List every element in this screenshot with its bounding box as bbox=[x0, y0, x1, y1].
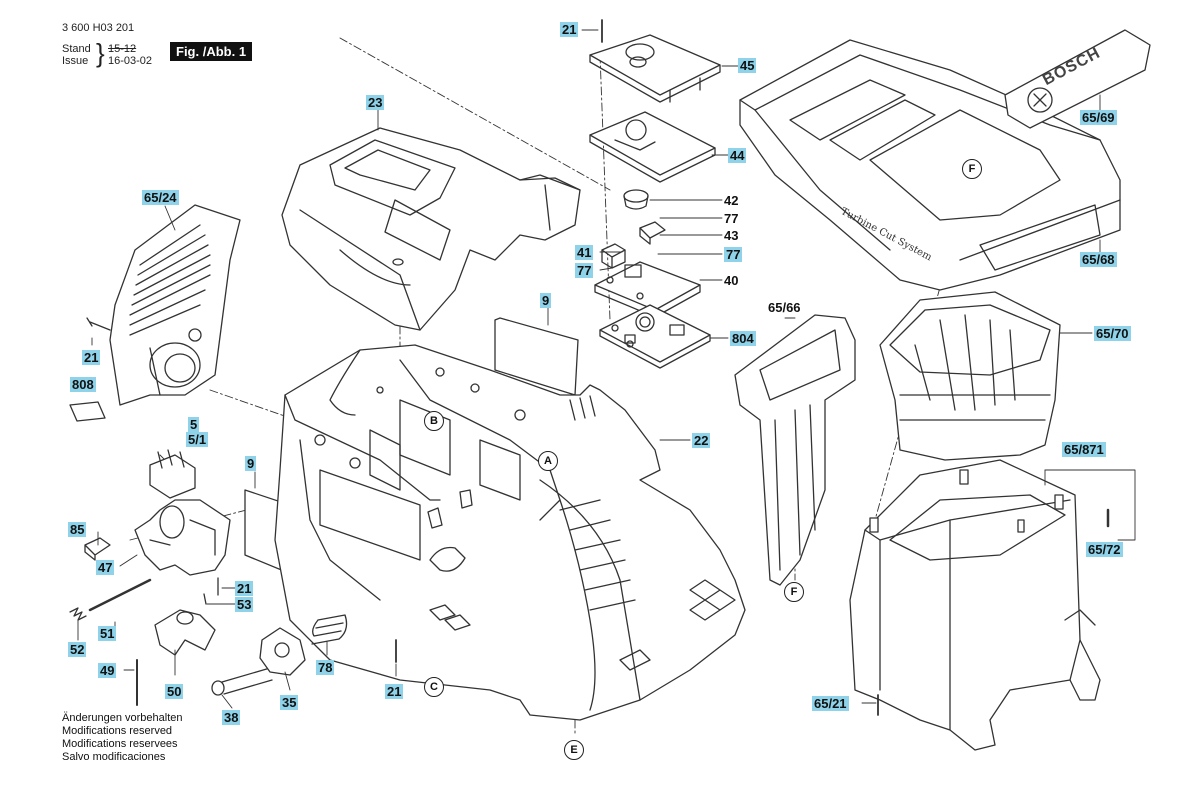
note-french: Modifications reservees bbox=[62, 738, 178, 750]
part-label-77b: 77 bbox=[724, 247, 743, 262]
part-label-22: 22 bbox=[692, 433, 711, 448]
part-label-47: 47 bbox=[96, 560, 115, 575]
stand-value: 15-12 bbox=[108, 43, 137, 55]
part-label-65-66: 65/66 bbox=[768, 300, 801, 315]
plate-44 bbox=[589, 111, 716, 183]
knob-35 bbox=[259, 627, 306, 676]
lid-65-68 bbox=[739, 39, 1121, 291]
part-label-65-871: 65/871 bbox=[1062, 442, 1106, 457]
issue-value: 16-03-02 bbox=[108, 55, 153, 67]
part-label-35: 35 bbox=[280, 695, 299, 710]
figure-label: Fig. /Abb. 1 bbox=[170, 42, 253, 61]
part-label-38: 38 bbox=[222, 710, 241, 725]
part-label-21: 21 bbox=[560, 22, 579, 37]
bosch-plate-65-69 bbox=[1004, 29, 1151, 129]
knob-42 bbox=[623, 189, 649, 210]
ref-marker-f-handle: F bbox=[784, 582, 804, 602]
part-label-65-70: 65/70 bbox=[1094, 326, 1131, 341]
part-label-65-24: 65/24 bbox=[142, 190, 179, 205]
part-label-23: 23 bbox=[366, 95, 385, 110]
note-german: Änderungen vorbehalten bbox=[62, 712, 183, 724]
part-label-45: 45 bbox=[738, 58, 757, 73]
pin-53 bbox=[203, 593, 207, 605]
part-label-65-68: 65/68 bbox=[1080, 252, 1117, 267]
part-label-44: 44 bbox=[728, 148, 747, 163]
part-label-21-mid: 21 bbox=[235, 581, 254, 596]
part-label-21-bottom: 21 bbox=[385, 684, 404, 699]
part-label-21-left: 21 bbox=[82, 350, 101, 365]
ref-marker-b: B bbox=[424, 411, 444, 431]
ref-marker-e: E bbox=[564, 740, 584, 760]
part-label-78: 78 bbox=[316, 660, 335, 675]
label-808 bbox=[69, 401, 106, 422]
spring-52 bbox=[69, 607, 87, 621]
part-label-65-72: 65/72 bbox=[1086, 542, 1123, 557]
part-label-5: 5 bbox=[188, 417, 200, 432]
note-spanish: Salvo modificaciones bbox=[62, 751, 166, 763]
rod-51 bbox=[88, 578, 152, 612]
brace-symbol: } bbox=[96, 38, 105, 68]
fittings bbox=[427, 489, 473, 572]
part-label-77: 77 bbox=[724, 211, 739, 226]
ref-marker-f-lid: F bbox=[962, 159, 982, 179]
ref-marker-a: A bbox=[538, 451, 558, 471]
plate-45 bbox=[589, 34, 721, 103]
handle-65-66 bbox=[734, 314, 856, 586]
pcb-804 bbox=[599, 304, 711, 369]
plug-5 bbox=[149, 449, 196, 499]
part-label-808: 808 bbox=[70, 377, 96, 392]
part-number: 3 600 H03 201 bbox=[62, 22, 135, 34]
upper-housing-23 bbox=[281, 127, 581, 331]
part-label-77c: 77 bbox=[575, 263, 594, 278]
part-label-65-69: 65/69 bbox=[1080, 110, 1117, 125]
part-label-43: 43 bbox=[724, 228, 739, 243]
stand-label: Stand bbox=[62, 43, 91, 55]
note-english: Modifications reserved bbox=[62, 725, 173, 737]
part-label-50: 50 bbox=[165, 684, 184, 699]
part-label-51: 51 bbox=[98, 626, 117, 641]
spring-78 bbox=[311, 614, 348, 645]
switch-housing-47 bbox=[134, 499, 231, 576]
part-label-49: 49 bbox=[98, 663, 117, 678]
part-label-804: 804 bbox=[730, 331, 756, 346]
part-label-65-21: 65/21 bbox=[812, 696, 849, 711]
part-label-41: 41 bbox=[575, 245, 594, 260]
part-label-9-upper: 9 bbox=[540, 293, 552, 308]
part-label-9-lower: 9 bbox=[245, 456, 257, 471]
part-label-53: 53 bbox=[235, 597, 254, 612]
rocker-85 bbox=[84, 537, 111, 561]
sheet-9-upper bbox=[494, 317, 579, 396]
part-label-40: 40 bbox=[724, 273, 739, 288]
ref-marker-c: C bbox=[424, 677, 444, 697]
cap-43 bbox=[639, 221, 666, 245]
main-housing-22 bbox=[274, 344, 746, 721]
part-label-85: 85 bbox=[68, 522, 87, 537]
part-label-52: 52 bbox=[68, 642, 87, 657]
part-label-5-1: 5/1 bbox=[186, 432, 209, 447]
block-41 bbox=[601, 243, 626, 269]
screw-38 bbox=[211, 667, 273, 696]
side-grille-65-24 bbox=[109, 204, 241, 406]
screw-21-left bbox=[86, 317, 111, 331]
bracket-50 bbox=[154, 609, 216, 656]
basket-65-70 bbox=[879, 291, 1061, 461]
issue-label: Issue bbox=[62, 55, 89, 67]
part-label-42: 42 bbox=[724, 193, 739, 208]
leader-lines bbox=[77, 29, 1136, 709]
base-65-871 bbox=[849, 459, 1101, 751]
modification-notes: Änderungen vorbehalten Modifications res… bbox=[62, 712, 182, 764]
